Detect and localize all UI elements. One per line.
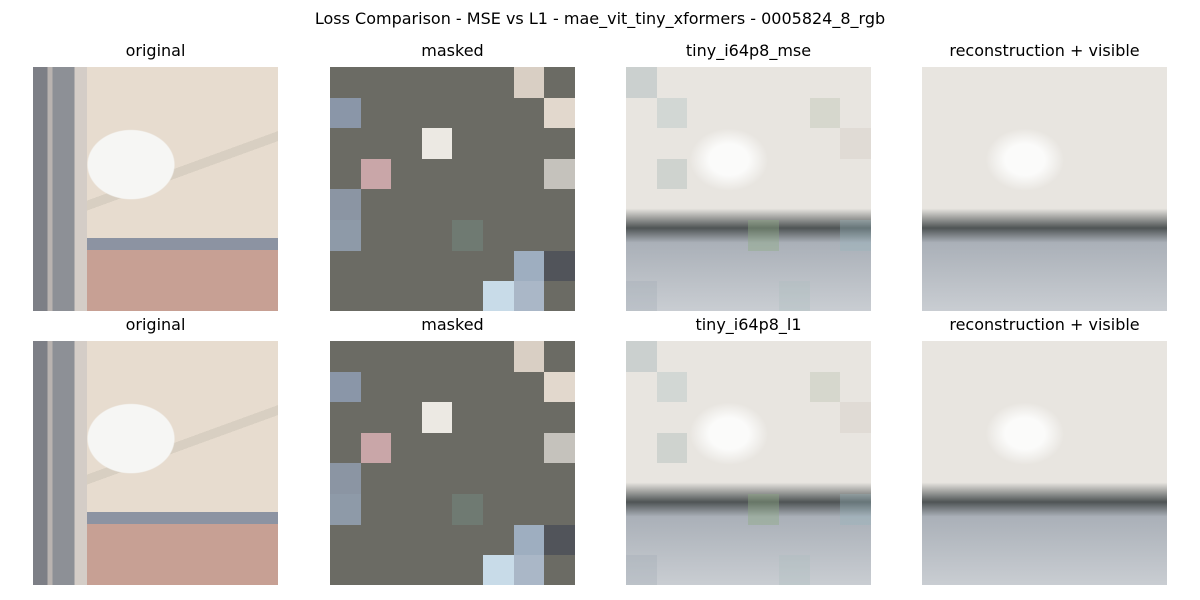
reconstructed-patch <box>748 220 779 251</box>
reconstructed-patch <box>840 494 871 525</box>
reconstructed-patch <box>809 371 841 403</box>
reconstructed-patch <box>779 281 810 311</box>
visible-patch <box>452 494 483 525</box>
reconstructed-patch <box>656 97 688 129</box>
visible-patch <box>330 97 361 129</box>
original-image <box>33 341 278 585</box>
visible-patch <box>544 250 575 282</box>
reconstructed-patch <box>840 220 871 251</box>
panel-title-original: original <box>125 315 186 334</box>
reconstructed-patch <box>779 555 810 585</box>
composite-image <box>922 341 1167 585</box>
visible-patch <box>513 341 545 372</box>
panel-title-masked: masked <box>421 315 484 334</box>
original-image <box>33 67 278 311</box>
visible-patch <box>330 494 361 525</box>
reconstructed-patch <box>626 281 657 311</box>
panel-title-reconstruction: tiny_i64p8_l1 <box>695 315 802 334</box>
reconstructed-patch <box>656 158 688 190</box>
panel-title-original: original <box>125 41 186 60</box>
reconstructed-patch <box>656 371 688 403</box>
panel-title-composite: reconstruction + visible <box>949 315 1140 334</box>
reconstructed-patch <box>840 128 871 159</box>
composite-image <box>922 67 1167 311</box>
visible-patch <box>513 67 545 98</box>
reconstructed-patch <box>748 494 779 525</box>
figure-title: Loss Comparison - MSE vs L1 - mae_vit_ti… <box>314 9 886 28</box>
visible-patch <box>452 220 483 251</box>
reconstruction-image <box>626 67 871 311</box>
visible-patch <box>544 158 575 190</box>
visible-patch <box>544 432 575 464</box>
visible-patch <box>483 281 514 311</box>
panel-title-composite: reconstruction + visible <box>949 41 1140 60</box>
visible-patch <box>330 463 361 494</box>
visible-patch <box>513 524 545 556</box>
visible-patch <box>544 97 575 129</box>
masked-image <box>330 67 575 311</box>
visible-patch <box>330 189 361 220</box>
panel-title-masked: masked <box>421 41 484 60</box>
visible-patch <box>360 158 392 190</box>
visible-patch <box>513 555 545 585</box>
masked-image <box>330 341 575 585</box>
visible-patch <box>330 371 361 403</box>
visible-patch <box>513 250 545 282</box>
reconstructed-patch <box>626 555 657 585</box>
reconstructed-patch <box>626 67 657 98</box>
visible-patch <box>483 555 514 585</box>
visible-patch <box>513 281 545 311</box>
panel-title-reconstruction: tiny_i64p8_mse <box>685 41 812 60</box>
reconstructed-patch <box>840 402 871 433</box>
reconstructed-patch <box>626 341 657 372</box>
visible-patch <box>421 402 453 433</box>
reconstruction-image <box>626 341 871 585</box>
visible-patch <box>544 524 575 556</box>
visible-patch <box>544 371 575 403</box>
visible-patch <box>421 128 453 159</box>
visible-patch <box>360 432 392 464</box>
reconstructed-patch <box>656 432 688 464</box>
reconstructed-patch <box>809 97 841 129</box>
visible-patch <box>330 220 361 251</box>
